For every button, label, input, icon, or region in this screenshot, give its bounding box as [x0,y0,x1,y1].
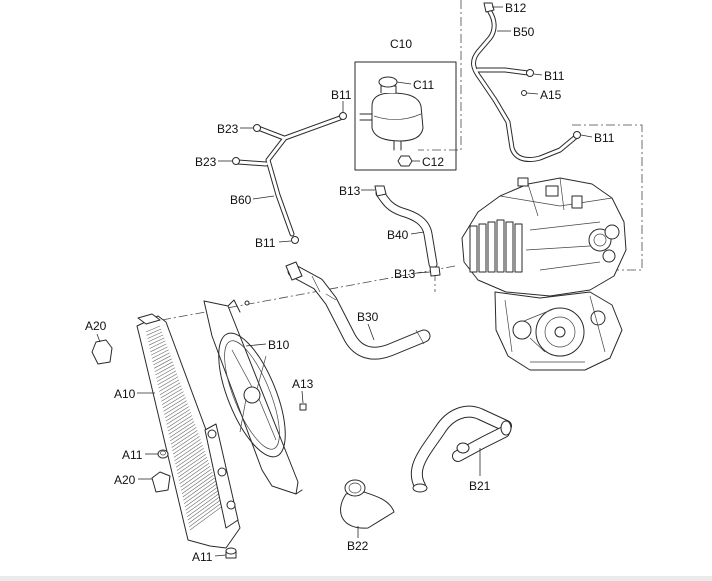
clip-b11-lower [291,236,299,244]
callout-b13-lower: B13 [394,267,416,281]
callout-c12: C12 [422,155,444,169]
dashed-line-radiator [161,265,456,321]
callout-a20-upper: A20 [85,319,107,333]
tensioner-pulley [590,310,606,326]
mount-a11-lower [225,547,237,559]
callout-b10: B10 [268,338,290,352]
radiator-a10 [136,313,241,549]
fitting-b30-inlet [285,261,303,281]
callout-b23-upper: B23 [217,122,239,136]
dashed-line-engine [572,124,643,271]
bracket-a20-upper [91,339,113,365]
sensor [571,195,583,209]
engine-ribs [504,295,606,363]
hose-b21 [410,405,512,493]
callout-b30: B30 [357,310,379,324]
engine-port [604,224,620,240]
callout-b21: B21 [469,479,491,493]
bolt-a13 [299,403,307,411]
radiator-fitting [226,500,236,510]
callout-c11: C11 [413,78,434,92]
callout-b11-engine: B11 [594,131,615,145]
callout-b11-tank: B11 [331,88,352,102]
sensor [517,177,529,187]
radiator-fitting [217,467,227,477]
hose-b60 [235,115,343,237]
bracket-a20-lower [151,471,171,493]
callout-a15: A15 [540,88,562,102]
hose-b50 [471,9,581,163]
callout-b23-lower: B23 [195,155,217,169]
expansion-tank-seam [373,113,422,120]
dashed-line-tank [418,0,462,151]
footer-bar [0,576,712,581]
clip-b11-b50 [526,69,534,77]
radiator-fins [145,325,225,531]
clip-c12 [397,155,413,167]
callout-a11-lower: A11 [192,550,213,564]
clip-b13-lower [429,266,441,277]
callout-a13: A13 [292,377,314,391]
engine-port [602,249,616,263]
hose-b40 [375,188,438,269]
radiator-fitting [207,429,217,439]
callout-b12: B12 [505,1,527,15]
mount-a11-upper [157,449,169,459]
callout-b22: B22 [347,539,369,553]
callout-b60: B60 [230,193,252,207]
tank-cap-c11 [378,76,398,88]
callout-b13-upper: B13 [339,184,361,198]
callout-b11-lower: B11 [255,236,276,250]
expansion-tank [371,92,424,142]
clip-b13-upper [374,185,387,197]
clip-b11-engine [573,131,581,139]
clip-b12 [483,2,495,13]
callout-c10: C10 [390,37,412,51]
intake-runners [469,219,523,273]
callout-b40: B40 [387,228,409,242]
clip-b11-tank [339,112,347,120]
valve-cover-lines [499,177,613,271]
tank-bottom-outlet [393,140,402,151]
callout-b11-b50: B11 [544,69,565,83]
radiator-frame [136,315,241,549]
tank-side-outlet [359,113,373,121]
idler-pulley [512,320,532,340]
callout-a11-upper: A11 [122,448,143,462]
radiator-top-bracket [137,313,161,325]
expansion-tank-box [354,61,457,171]
engine [461,177,627,371]
hose-b30 [287,264,431,360]
callout-b50: B50 [513,25,535,39]
callout-a10: A10 [114,387,136,401]
fitting-b23-lower [232,157,240,165]
fan-shroud-b10 [203,299,303,495]
clip-a15 [521,90,527,96]
bolt-small [244,300,250,306]
leader-lines [96,6,593,557]
callout-a20-lower: A20 [114,473,136,487]
fitting-b23-upper [253,124,261,132]
hose-b22 [340,479,395,529]
sensor [545,185,559,197]
